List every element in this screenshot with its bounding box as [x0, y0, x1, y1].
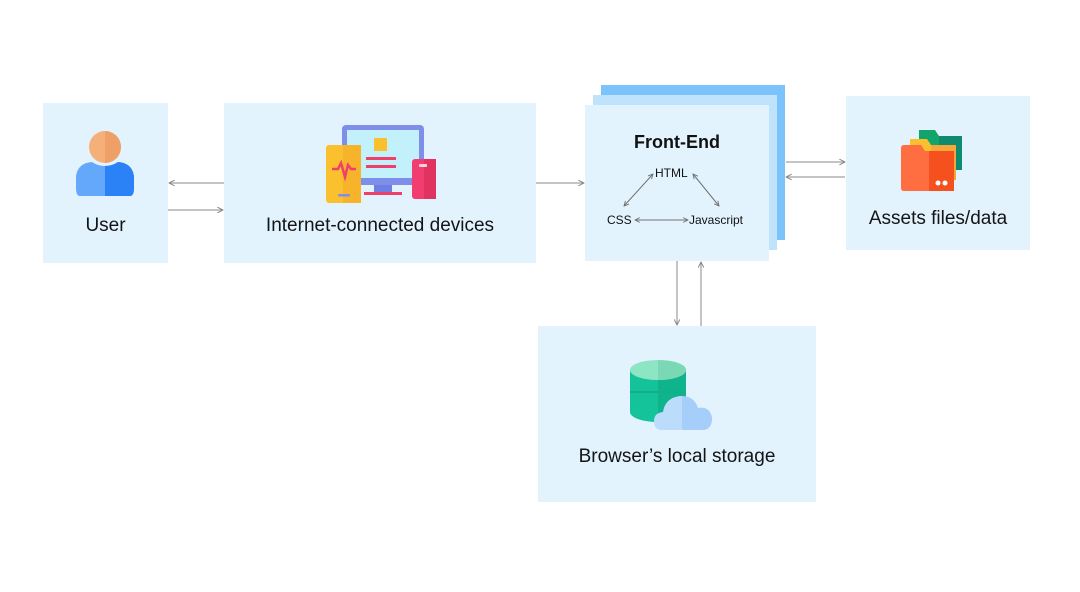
devices-icon [326, 125, 436, 203]
assets-node: Assets files/data [846, 96, 1030, 250]
arrow-html-javascript [693, 174, 719, 206]
database-cloud-icon [630, 360, 712, 430]
user-icon [76, 131, 134, 196]
tech-css: CSS [607, 213, 632, 227]
frontend-node: Front-End HTML CSS Javascript [585, 105, 769, 261]
storage-label: Browser’s local storage [578, 446, 776, 467]
devices-node: Internet-connected devices [224, 103, 536, 263]
tech-html: HTML [655, 166, 688, 180]
folders-icon [901, 130, 962, 191]
user-node: User [43, 103, 168, 263]
user-label: User [85, 215, 126, 236]
tech-javascript: Javascript [689, 213, 744, 227]
storage-node: Browser’s local storage [538, 326, 816, 502]
frontend-title: Front-End [634, 132, 720, 152]
assets-label: Assets files/data [868, 208, 1008, 229]
devices-label: Internet-connected devices [265, 215, 495, 236]
arrow-html-css [624, 174, 653, 206]
frontend-inner-arrows [585, 105, 769, 261]
